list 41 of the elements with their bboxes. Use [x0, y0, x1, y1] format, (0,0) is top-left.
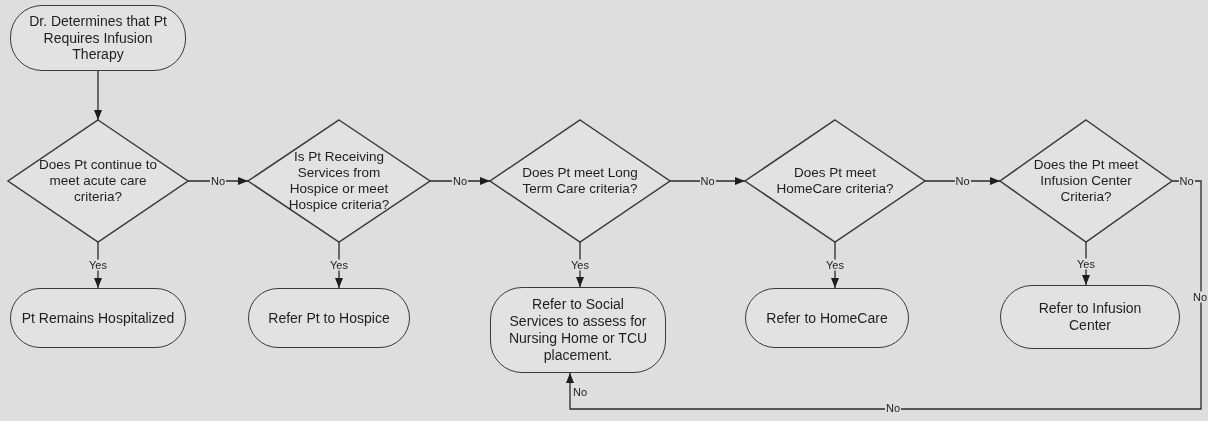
decision-diamond: [745, 120, 925, 242]
step-text: Dr. Determines that Pt Requires Infusion Therapy: [28, 12, 168, 64]
question-text: Does Pt continue to meet acute care criteria?: [38, 156, 158, 206]
arrow: [93, 70, 103, 121]
terminal-box: [10, 288, 186, 348]
terminal-box: [490, 287, 666, 373]
arrow: [565, 180, 1202, 410]
terminal-box: [248, 288, 410, 348]
line-label: No: [571, 386, 589, 398]
step-text: Pt Remains Hospitalized: [21, 309, 175, 327]
edge-label: No: [699, 175, 716, 187]
edge-label: No: [209, 175, 227, 187]
arrow: [669, 176, 746, 186]
line-label: No: [884, 402, 902, 414]
terminal-box: [745, 288, 909, 348]
decision-diamond: [1000, 120, 1172, 242]
edge-label: No: [1178, 175, 1195, 187]
edge-label: Yes: [329, 259, 349, 271]
edge-label: Yes: [570, 259, 590, 270]
line-label: No: [1191, 291, 1208, 303]
question-text: Is Pt Receiving Services from Hospice or meet Hospice criteria?: [287, 148, 391, 214]
question-text: Does Pt meet Long Term Care criteria?: [521, 164, 639, 198]
edge-label: Yes: [825, 259, 845, 271]
question-text: Does Pt meet HomeCare criteria?: [775, 164, 895, 198]
arrow: [575, 241, 585, 288]
arrow: [334, 241, 344, 289]
step-text: Refer to Social Services to assess for Nursing Home or TCU placement.: [507, 296, 649, 364]
edge-label: No: [954, 175, 971, 187]
arrow: [830, 241, 840, 289]
edge-label: No: [451, 175, 469, 187]
step-text: Refer to Infusion Center: [1037, 300, 1143, 334]
step-text: Refer to HomeCare: [766, 309, 888, 327]
edge-label: Yes: [88, 259, 108, 271]
decision-diamond: [248, 120, 430, 242]
arrow: [924, 176, 1001, 186]
decision-diamond: [490, 120, 670, 242]
question-text: Does the Pt meet Infusion Center Criteria?: [1032, 156, 1140, 206]
decision-diamond: [8, 120, 188, 242]
step-text: Refer Pt to Hospice: [268, 309, 390, 327]
edge-label: Yes: [1076, 258, 1096, 269]
arrow: [93, 241, 103, 289]
